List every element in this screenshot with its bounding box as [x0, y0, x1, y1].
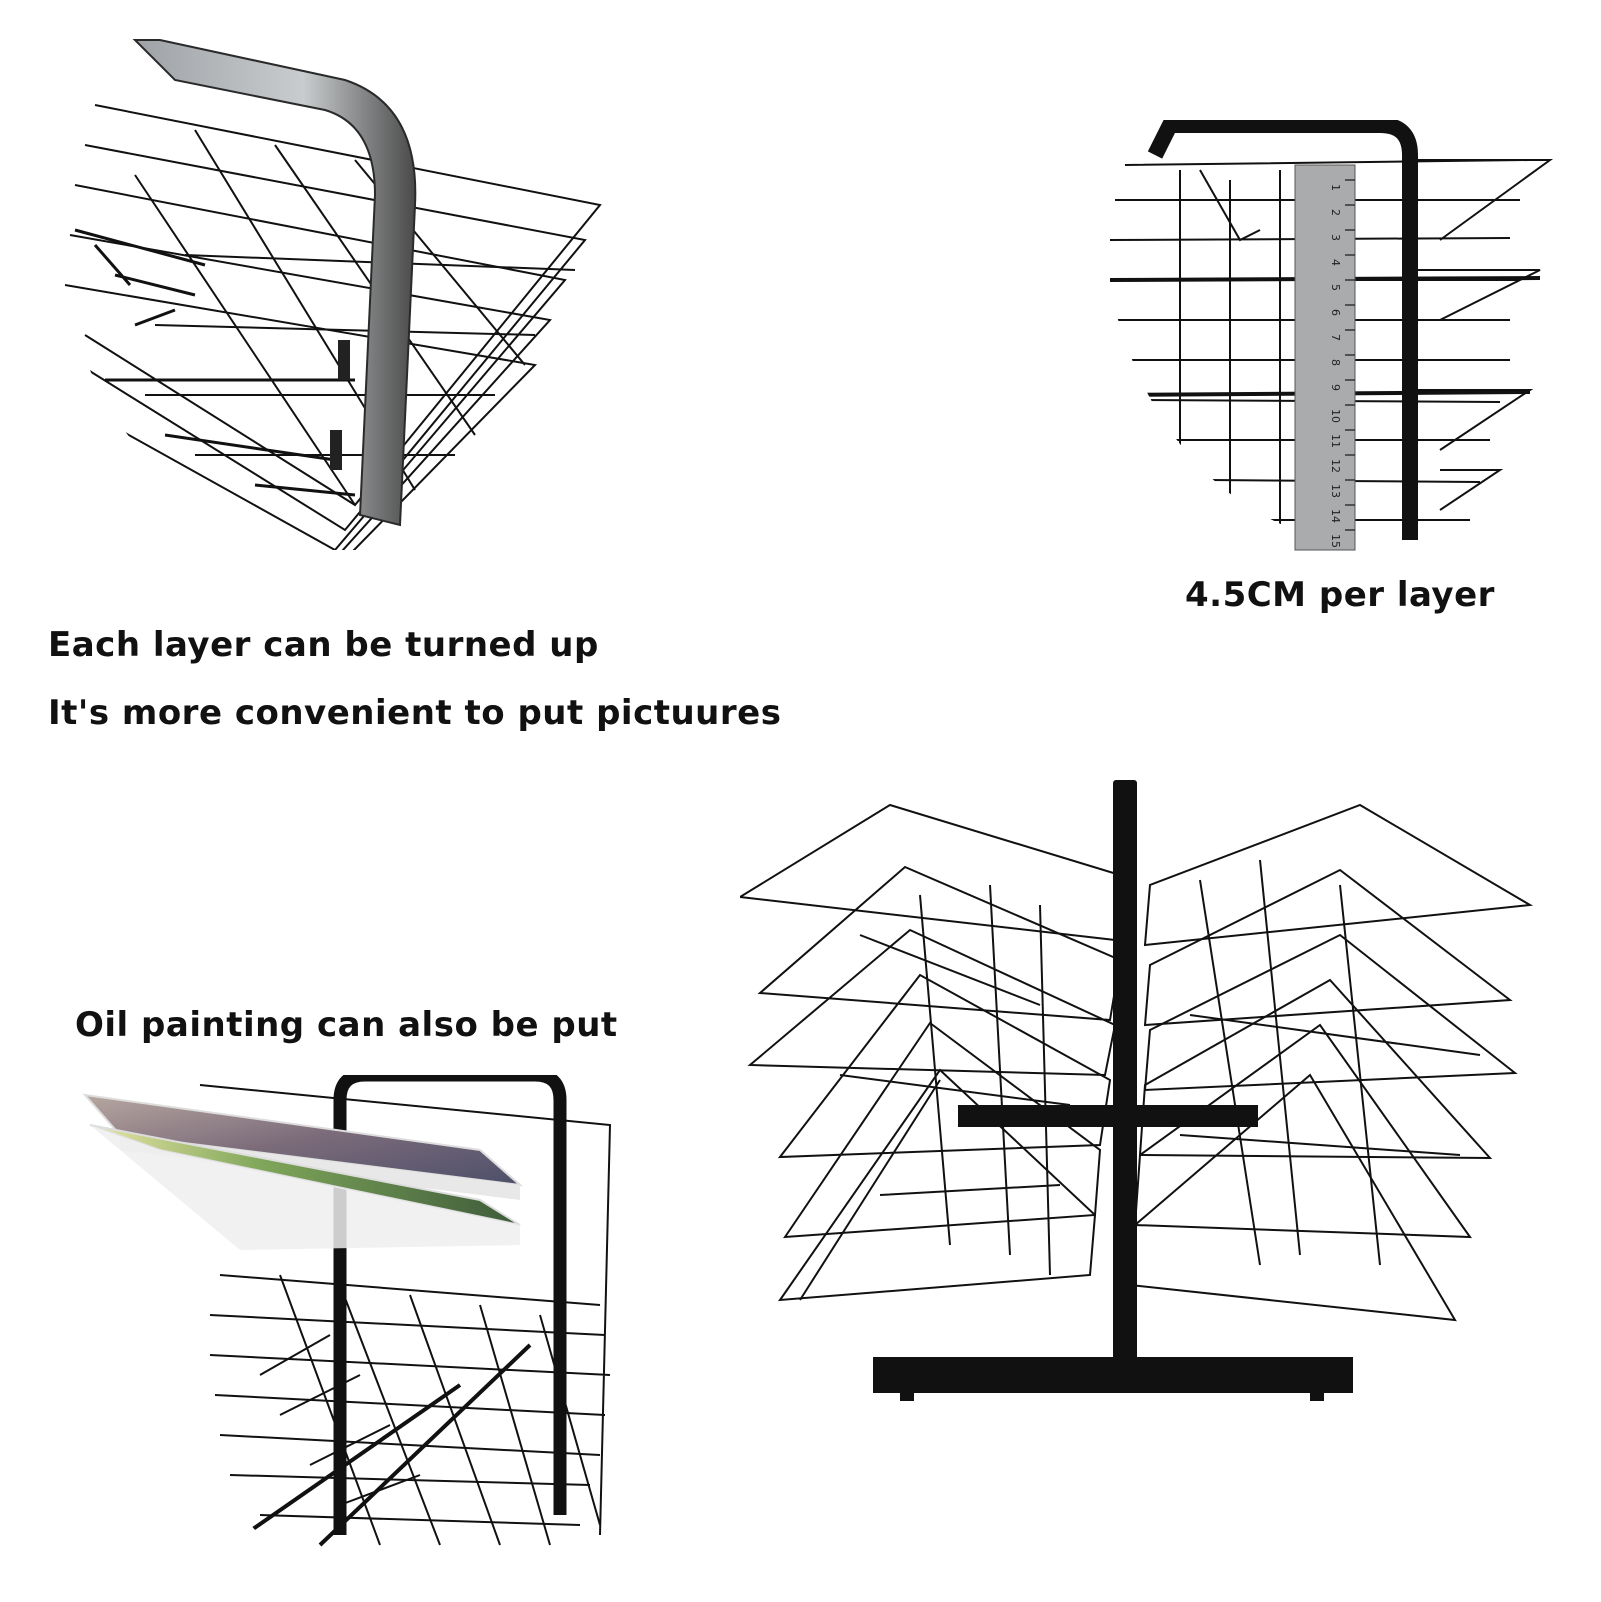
ruler-number-4: 4	[1329, 259, 1342, 266]
painting-canvas-bottom	[89, 1124, 521, 1250]
hinge-closeup-image	[55, 35, 625, 550]
ruler-number-8: 8	[1329, 359, 1342, 366]
oil-painting-caption: Oil painting can also be put	[75, 1005, 618, 1045]
ruler-number-13: 13	[1329, 484, 1342, 498]
layer-spacing-caption: 4.5CM per layer	[1185, 575, 1495, 615]
ruler-number-14: 14	[1329, 509, 1342, 523]
ruler-number-3: 3	[1329, 234, 1342, 241]
ruler-number-11: 11	[1329, 434, 1342, 448]
ruler-number-5: 5	[1329, 284, 1342, 291]
full-drying-rack-image	[740, 775, 1560, 1420]
ruler-number-9: 9	[1329, 384, 1342, 391]
ruler-number-6: 6	[1329, 309, 1342, 316]
ruler-number-2: 2	[1329, 209, 1342, 216]
ruler-number-1: 1	[1329, 184, 1342, 191]
ruler-number-7: 7	[1329, 334, 1342, 341]
oil-painting-rack-image	[80, 1075, 625, 1550]
ruler-number-15: 15	[1329, 534, 1342, 548]
ruler-number-12: 12	[1329, 459, 1342, 473]
ruler-number-10: 10	[1329, 409, 1342, 423]
turn-up-caption-line1: Each layer can be turned up	[48, 625, 599, 665]
turn-up-caption-line2: It's more convenient to put pictuures	[48, 693, 782, 733]
